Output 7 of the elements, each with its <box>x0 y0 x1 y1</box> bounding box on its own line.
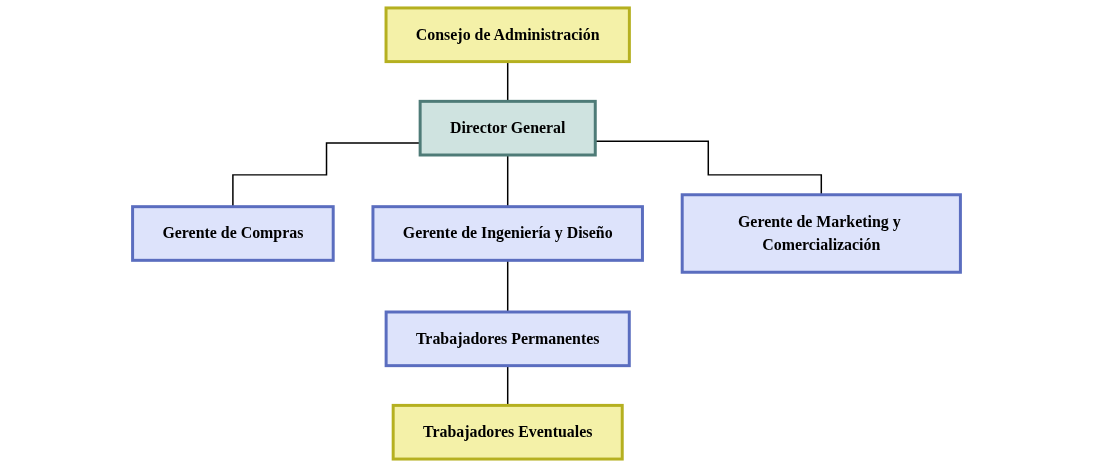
node-box: Director General <box>418 99 597 157</box>
node-box: Trabajadores Permanentes <box>384 310 631 368</box>
node-box: Gerente de Compras <box>131 205 335 262</box>
node-box: Gerente de Marketing y Comercialización <box>680 193 962 274</box>
node-box: Gerente de Ingeniería y Diseño <box>371 205 644 262</box>
node-box: Trabajadores Eventuales <box>391 403 624 461</box>
node-box: Consejo de Administración <box>384 6 631 64</box>
